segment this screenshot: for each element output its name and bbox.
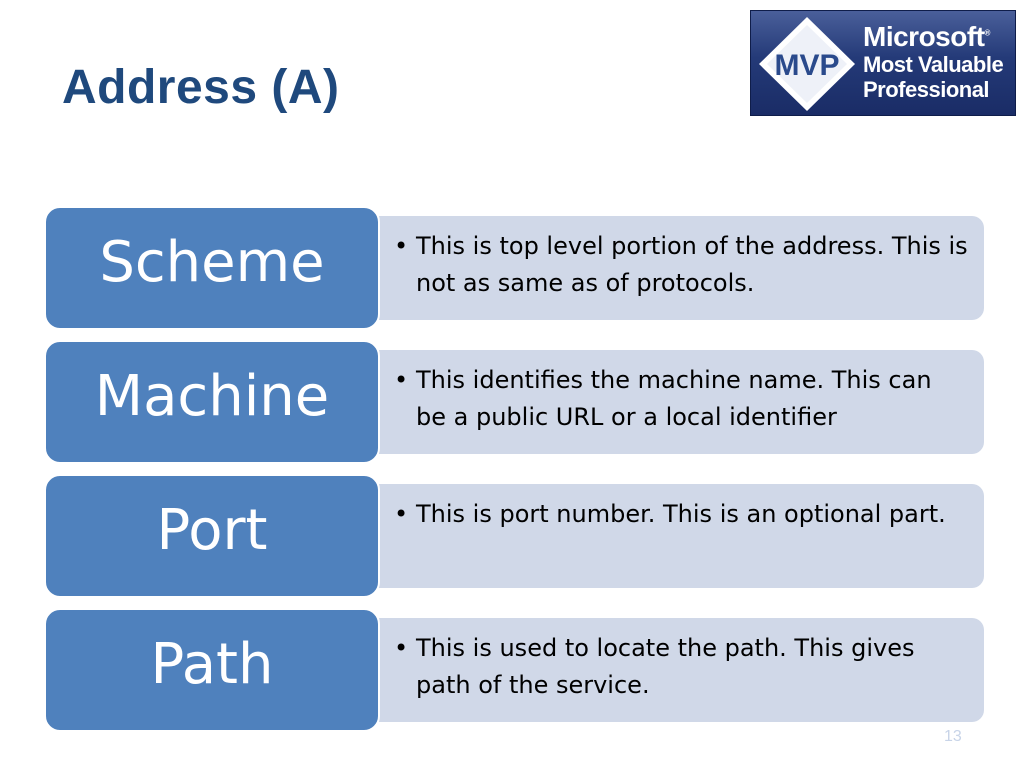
description-bullet: This identifies the machine name. This c…	[394, 362, 968, 436]
list-item-path: Path This is used to locate the path. Th…	[44, 608, 984, 732]
term-label: Port	[156, 497, 268, 563]
description-box: This is port number. This is an optional…	[354, 484, 984, 588]
description-box: This is top level portion of the address…	[354, 216, 984, 320]
slide-title: Address (A)	[62, 61, 340, 114]
mvp-line-2: Professional	[863, 77, 990, 102]
page-number: 13	[944, 728, 962, 745]
mvp-badge-text: MVP	[774, 49, 839, 82]
term-label: Path	[150, 631, 274, 697]
description-bullet: This is top level portion of the address…	[394, 228, 968, 302]
term-label: Machine	[94, 363, 330, 429]
description-box: This identifies the machine name. This c…	[354, 350, 984, 454]
term-box: Path	[44, 608, 380, 732]
description-bullet: This is used to locate the path. This gi…	[394, 630, 968, 704]
term-box: Port	[44, 474, 380, 598]
mvp-line-1: Most Valuable	[863, 52, 1004, 77]
mvp-logo: MVP Microsoft® Most Valuable Professiona…	[750, 10, 1016, 116]
list-item-port: Port This is port number. This is an opt…	[44, 474, 984, 598]
address-parts-list: Scheme This is top level portion of the …	[44, 206, 984, 742]
term-label: Scheme	[99, 229, 325, 295]
mvp-brand: Microsoft®	[863, 21, 990, 52]
term-box: Machine	[44, 340, 380, 464]
term-box: Scheme	[44, 206, 380, 330]
description-bullet: This is port number. This is an optional…	[394, 496, 968, 533]
description-box: This is used to locate the path. This gi…	[354, 618, 984, 722]
mvp-logo-text: Microsoft® Most Valuable Professional	[863, 21, 1004, 102]
list-item-machine: Machine This identifies the machine name…	[44, 340, 984, 464]
list-item-scheme: Scheme This is top level portion of the …	[44, 206, 984, 330]
mvp-diamond-icon: MVP	[759, 17, 855, 111]
